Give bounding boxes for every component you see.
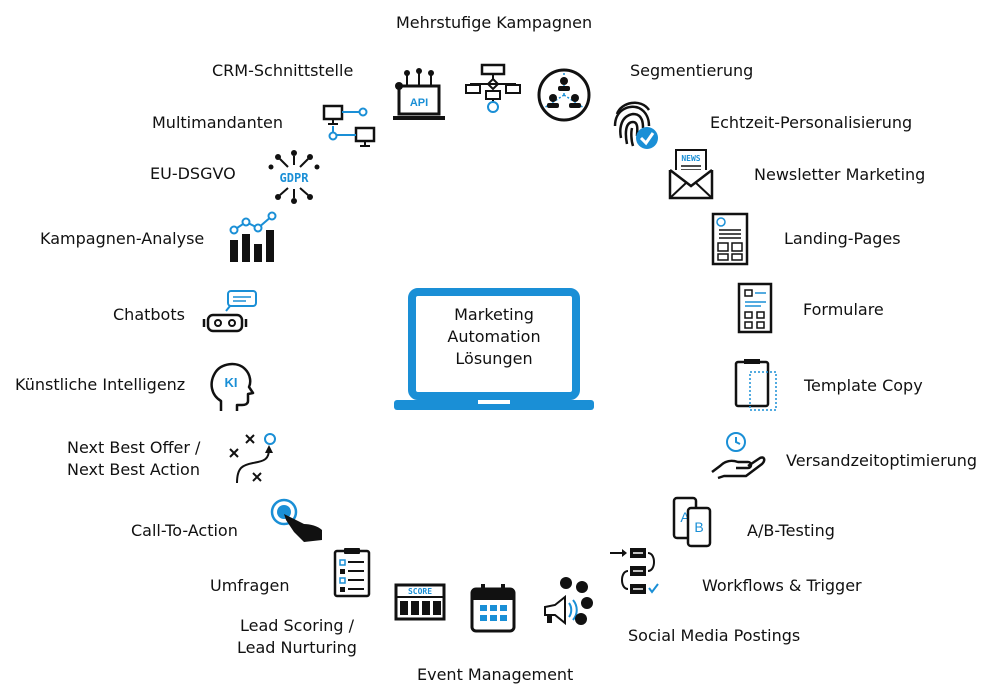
form-icon — [737, 282, 773, 334]
center-line-3: Lösungen — [455, 349, 533, 368]
label-lead-scoring-line1: Lead Scoring / — [239, 616, 355, 635]
label-kuenstliche-intelligenz: Künstliche Intelligenz — [15, 375, 186, 394]
flowchart-icon — [465, 63, 522, 113]
api-icon: API — [393, 68, 451, 122]
touch-icon — [270, 498, 326, 544]
analytics-chart-icon — [226, 210, 284, 264]
scoreboard-icon: SCORE — [394, 583, 446, 623]
calendar-icon — [470, 583, 516, 633]
label-lead-scoring-line2: Lead Nurturing — [237, 638, 357, 657]
ab-a-text: A — [680, 509, 690, 525]
hand-clock-icon — [710, 430, 766, 480]
label-call-to-action: Call-To-Action — [131, 521, 238, 540]
gdpr-icon-text: GDPR — [280, 171, 310, 185]
ab-b-text: B — [694, 519, 703, 535]
label-chatbots: Chatbots — [113, 305, 185, 324]
center-title: Marketing Automation Lösungen — [418, 304, 570, 370]
center-line-1: Marketing — [454, 305, 534, 324]
strategy-icon — [225, 431, 279, 489]
workflow-icon — [608, 546, 664, 600]
label-eu-dsgvo: EU-DSGVO — [150, 164, 236, 183]
api-icon-text: API — [410, 97, 428, 109]
label-newsletter-marketing: Newsletter Marketing — [754, 165, 926, 184]
label-versandzeitoptimierung: Versandzeitoptimierung — [786, 451, 978, 470]
news-icon-text: NEWS — [681, 154, 700, 163]
network-icon — [322, 104, 376, 150]
label-multimandanten: Multimandanten — [152, 113, 283, 132]
label-event-management: Event Management — [417, 665, 574, 684]
label-formulare: Formulare — [803, 300, 884, 319]
label-next-best-offer: Next Best Offer / Next Best Action — [67, 437, 200, 481]
ab-test-icon: A B — [670, 496, 716, 548]
label-echtzeit-personalisierung: Echtzeit-Personalisierung — [710, 113, 913, 132]
score-icon-text: SCORE — [408, 587, 432, 596]
template-copy-icon — [734, 358, 780, 412]
center-line-2: Automation — [447, 327, 541, 346]
label-mehrstufige-kampagnen: Mehrstufige Kampagnen — [396, 13, 593, 32]
label-social-media-postings: Social Media Postings — [628, 626, 801, 645]
gdpr-icon: GDPR — [268, 149, 320, 205]
survey-clipboard-icon — [332, 546, 372, 598]
chatbot-icon — [202, 289, 260, 335]
fingerprint-icon — [611, 96, 661, 152]
social-megaphone-icon — [541, 573, 593, 629]
ki-icon-text: KI — [225, 375, 238, 390]
newsletter-icon: NEWS — [668, 148, 714, 200]
label-umfragen: Umfragen — [210, 576, 290, 595]
label-template-copy: Template Copy — [804, 376, 923, 395]
laptop-icon — [392, 288, 596, 412]
ai-head-icon: KI — [207, 361, 255, 413]
label-crm-schnittstelle: CRM-Schnittstelle — [212, 61, 354, 80]
label-next-best-offer-line1: Next Best Offer / — [67, 438, 201, 457]
label-kampagnen-analyse: Kampagnen-Analyse — [40, 229, 205, 248]
label-lead-scoring: Lead Scoring / Lead Nurturing — [232, 615, 362, 659]
label-landing-pages: Landing-Pages — [784, 229, 901, 248]
label-workflows-trigger: Workflows & Trigger — [702, 576, 862, 595]
segmentation-icon — [537, 68, 591, 122]
label-segmentierung: Segmentierung — [630, 61, 754, 80]
label-next-best-offer-line2: Next Best Action — [67, 460, 200, 479]
label-ab-testing: A/B-Testing — [747, 521, 835, 540]
landing-page-icon — [711, 212, 749, 266]
